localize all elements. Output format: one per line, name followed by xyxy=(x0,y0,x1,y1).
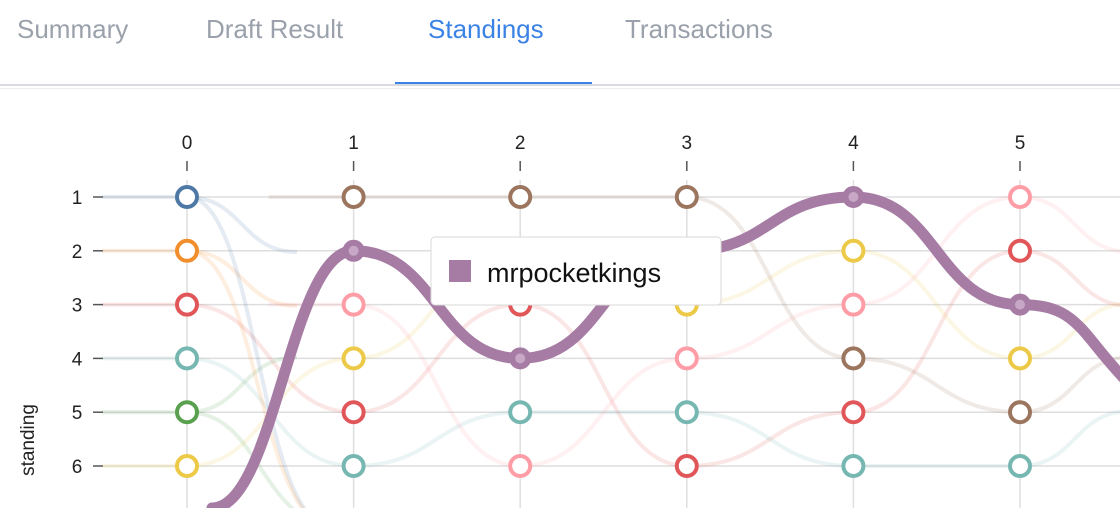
active-tab-indicator xyxy=(395,82,592,85)
series-exit-line xyxy=(186,195,307,508)
x-tick-label: 5 xyxy=(1015,133,1026,154)
x-tick-label: 3 xyxy=(682,133,693,154)
tabs-divider-shadow xyxy=(0,88,1120,89)
series-line xyxy=(102,248,298,308)
series-point xyxy=(508,400,533,425)
tab-summary[interactable]: Summary xyxy=(17,14,129,44)
series-point-center xyxy=(1015,299,1025,310)
series-point-center xyxy=(348,245,359,256)
tab-draft-result[interactable]: Draft Result xyxy=(206,14,344,44)
y-axis-title: standing xyxy=(18,404,39,476)
series-point-center xyxy=(848,192,859,202)
series-point xyxy=(1008,238,1032,263)
series-point xyxy=(1008,185,1032,209)
series-point xyxy=(175,400,199,425)
grid xyxy=(100,180,1120,508)
y-tick-label: 3 xyxy=(72,296,83,317)
x-tick-label: 0 xyxy=(182,133,193,154)
series-point xyxy=(175,292,199,317)
series-point xyxy=(175,185,199,209)
series-point xyxy=(841,346,866,371)
x-tick-label: 4 xyxy=(848,133,859,154)
series-point xyxy=(674,454,699,478)
series-point xyxy=(674,346,699,371)
series-point xyxy=(841,292,866,317)
series-point xyxy=(341,346,366,371)
y-tick-label: 5 xyxy=(72,403,83,424)
tab-bar: Summary Draft Result Standings Transacti… xyxy=(0,0,1120,89)
series-point xyxy=(1008,400,1032,425)
y-tick-label: 4 xyxy=(72,349,83,370)
y-tick-label: 1 xyxy=(72,188,83,209)
series-point xyxy=(1008,346,1032,371)
series-point xyxy=(1008,454,1032,478)
series-point xyxy=(175,238,199,263)
series-line xyxy=(102,195,298,254)
series-point xyxy=(841,238,866,263)
series-point xyxy=(175,346,199,371)
tooltip-swatch xyxy=(449,260,471,282)
y-tick-label: 6 xyxy=(72,457,83,478)
series-point xyxy=(175,454,199,478)
x-tick-label: 1 xyxy=(348,133,359,154)
x-tick-label: 2 xyxy=(515,133,526,154)
tooltip-label: mrpocketkings xyxy=(487,258,661,288)
tab-transactions[interactable]: Transactions xyxy=(625,14,773,44)
series-point-center xyxy=(515,353,526,364)
tooltip-box xyxy=(430,236,722,306)
series-point xyxy=(341,400,366,425)
axes: 1 2 3 4 5 6 0 1 2 3 4 5 standing xyxy=(18,133,1025,478)
series-point xyxy=(841,454,866,478)
series-points xyxy=(175,185,1032,478)
series-point xyxy=(841,400,866,425)
series-point xyxy=(341,185,366,209)
y-tick-label: 2 xyxy=(72,242,83,263)
series-point xyxy=(341,454,366,478)
series-point xyxy=(508,185,533,209)
series-point xyxy=(674,185,699,209)
tabs-divider xyxy=(0,84,1120,86)
tab-standings[interactable]: Standings xyxy=(428,14,544,44)
tooltip: mrpocketkings xyxy=(430,236,722,306)
series-point xyxy=(341,292,366,317)
series-point xyxy=(674,400,699,425)
series-point xyxy=(508,454,533,478)
